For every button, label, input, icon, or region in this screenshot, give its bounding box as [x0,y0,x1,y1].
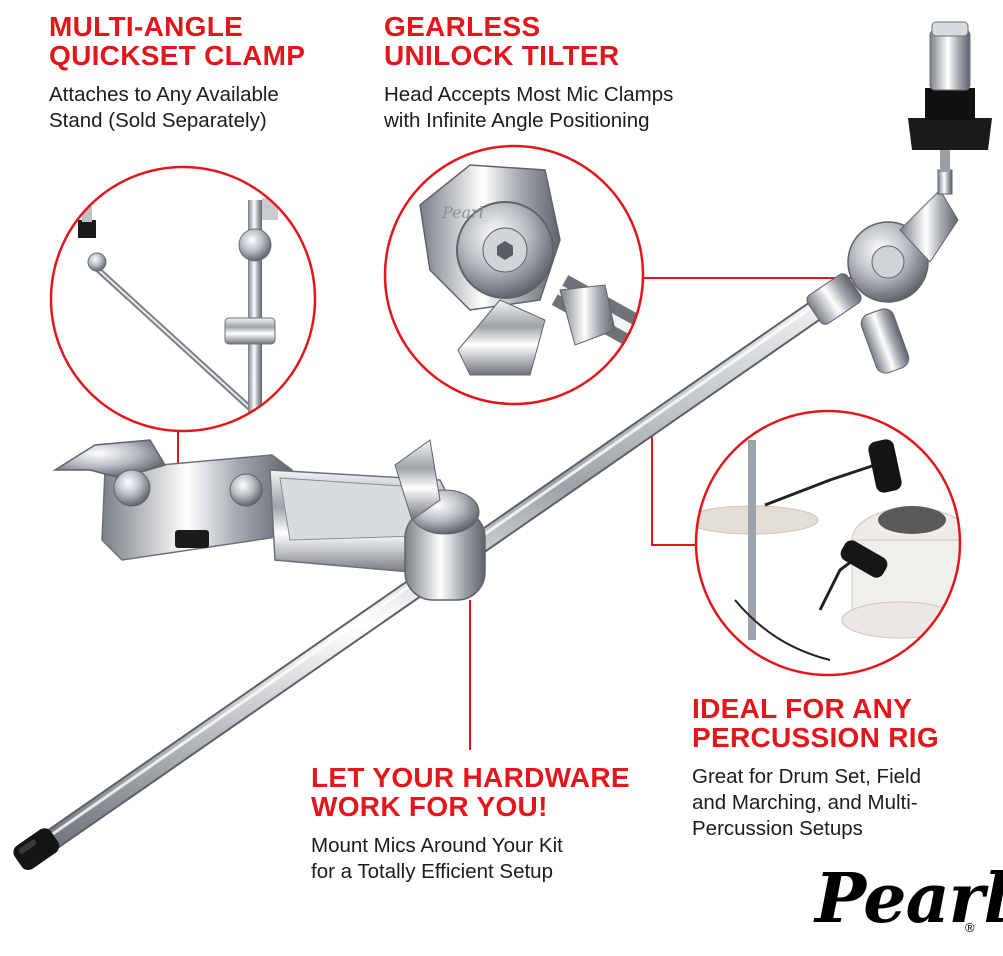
description-line: Percussion Setups [692,817,863,840]
heading-line: MULTI-ANGLE [49,11,244,42]
callout-percussion-rig: IDEAL FOR ANY PERCUSSION RIG Great for D… [692,694,939,842]
callout-hardware: LET YOUR HARDWARE WORK FOR YOU! Mount Mi… [311,763,630,885]
description-line: Mount Mics Around Your Kit [311,834,563,857]
unilock-tilter [806,21,992,374]
description-line: and Marching, and Multi- [692,791,918,814]
callout-heading: MULTI-ANGLE QUICKSET CLAMP [49,12,305,70]
heading-line: QUICKSET CLAMP [49,40,306,71]
description-line: Great for Drum Set, Field [692,765,921,788]
clamp-detail-inset [49,165,317,433]
description-line: Stand (Sold Separately) [49,109,267,132]
heading-line: WORK FOR YOU! [311,791,548,822]
callout-heading: LET YOUR HARDWARE WORK FOR YOU! [311,763,630,821]
rubber-end-cap [13,828,60,871]
callout-heading: GEARLESS UNILOCK TILTER [384,12,673,70]
description-line: for a Totally Efficient Setup [311,860,553,883]
heading-line: LET YOUR HARDWARE [311,762,630,793]
callout-unilock-tilter: GEARLESS UNILOCK TILTER Head Accepts Mos… [384,12,673,134]
description-line: Head Accepts Most Mic Clamps [384,83,674,106]
callout-description: Great for Drum Set, Field and Marching, … [692,764,939,842]
callout-description: Mount Mics Around Your Kit for a Totally… [311,833,630,885]
callout-heading: IDEAL FOR ANY PERCUSSION RIG [692,694,939,752]
tilter-engraving: Pearl [441,203,484,222]
registered-mark: ® [965,920,975,935]
callout-description: Head Accepts Most Mic Clamps with Infini… [384,82,673,134]
pearl-logo: Pearl [815,859,1003,939]
description-line: with Infinite Angle Positioning [384,109,650,132]
callout-description: Attaches to Any Available Stand (Sold Se… [49,82,305,134]
heading-line: UNILOCK TILTER [384,40,620,71]
description-line: Attaches to Any Available [49,83,279,106]
heading-line: PERCUSSION RIG [692,722,939,753]
heading-line: IDEAL FOR ANY [692,693,913,724]
connector-rig [651,436,695,546]
drum-rig-detail-inset [694,409,962,677]
tilter-detail-inset: Pearl [383,144,645,406]
heading-line: GEARLESS [384,11,541,42]
callout-quickset-clamp: MULTI-ANGLE QUICKSET CLAMP Attaches to A… [49,12,305,134]
quickset-clamp [52,439,486,601]
